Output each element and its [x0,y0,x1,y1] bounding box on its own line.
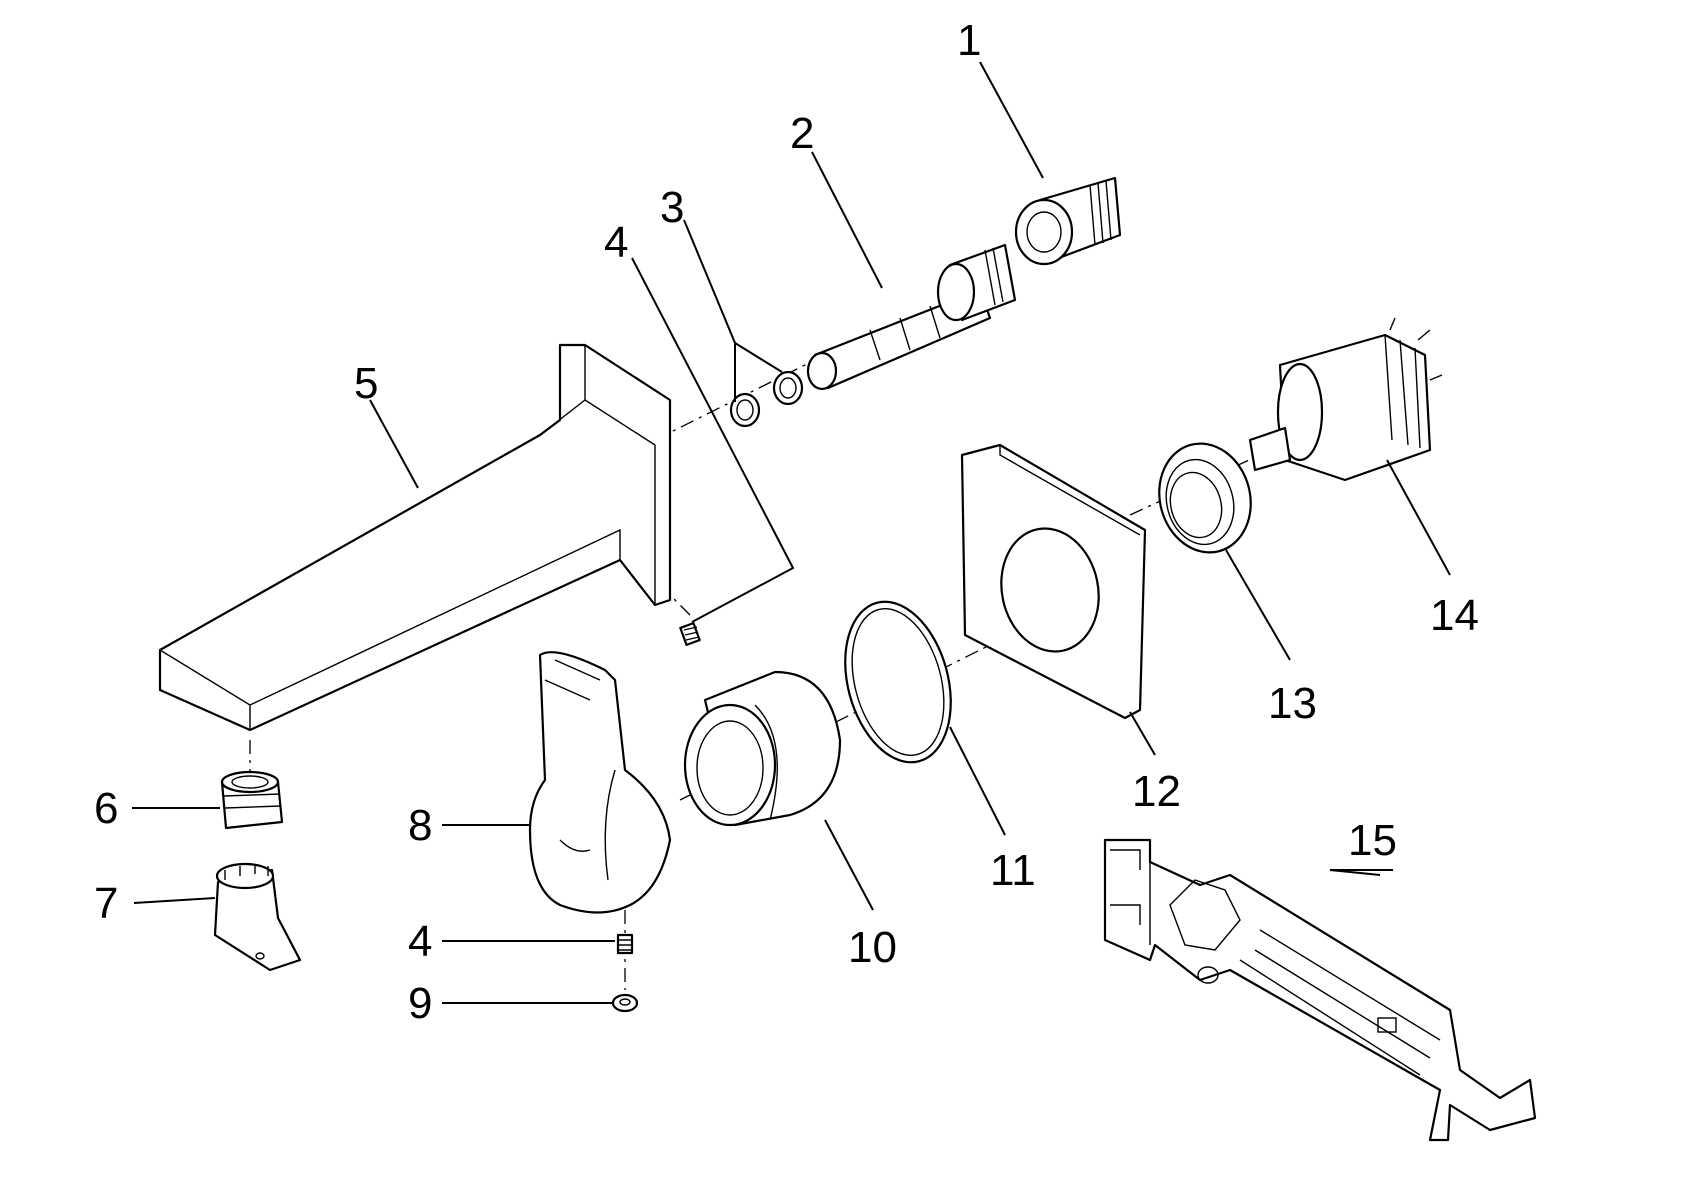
callout-2: 2 [790,109,814,158]
callout-15: 15 [1348,816,1397,865]
leader-5 [369,399,419,489]
callout-8: 8 [408,801,432,850]
leader-3b [734,342,783,373]
part-spout [158,343,672,732]
callout-4-lower: 4 [408,917,432,966]
callout-12: 12 [1132,767,1181,816]
callout-4-upper: 4 [604,218,628,267]
leader-14 [1386,459,1451,576]
leader-1 [979,61,1044,179]
part-lever-handle [528,651,672,914]
leader-4a [631,257,795,623]
part-threaded-ring [1158,442,1252,554]
callout-7: 7 [94,879,118,928]
part-cartridge [1248,317,1443,482]
part-aerator-key [213,862,302,972]
callout-1: 1 [957,16,981,65]
leader-7 [133,897,216,904]
part-connector-nipple [1014,176,1122,266]
leader-2 [811,151,883,289]
callout-labels: 1 2 3 4 5 6 7 8 4 9 10 11 12 13 14 15 [94,16,1479,1028]
leader-10 [824,819,874,911]
callout-11: 11 [990,846,1036,895]
leader-15c [1329,869,1381,876]
callout-9: 9 [408,979,432,1028]
leader-lines [132,61,1451,1004]
part-o-rings [729,370,804,428]
part-washer [611,993,639,1013]
part-spindle [806,243,1017,391]
part-grub-screw-lower [616,933,634,955]
part-sleeve [683,670,842,827]
part-seal-ring [844,600,952,764]
leader-13 [1225,549,1291,661]
part-aerator [220,770,284,830]
callout-3: 3 [660,183,684,232]
callout-10: 10 [848,923,897,972]
callout-14: 14 [1430,591,1479,640]
callout-6: 6 [94,784,118,833]
callout-5: 5 [354,359,378,408]
part-rosette [960,443,1147,720]
leader-11 [949,726,1006,836]
part-assembly-wrench [1103,838,1537,1142]
leader-12 [1129,711,1156,756]
part-grub-screw-upper [679,622,701,646]
callout-13: 13 [1268,679,1317,728]
